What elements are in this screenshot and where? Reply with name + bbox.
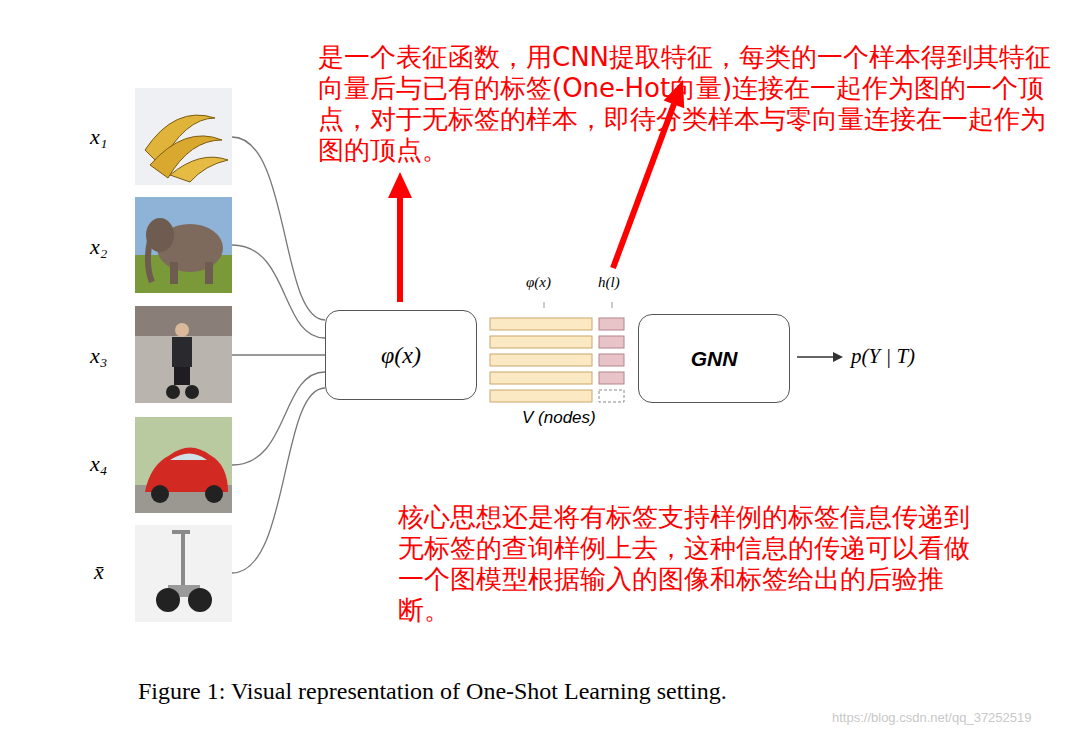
- bracket: [544, 302, 612, 308]
- banana: [170, 157, 228, 182]
- box-text: φ(x): [381, 342, 421, 369]
- process-box: GNN: [638, 314, 790, 403]
- banana-photo: [135, 88, 232, 185]
- input-curve: [232, 354, 325, 355]
- segway-photo: [135, 306, 232, 403]
- input-curve: [232, 372, 325, 465]
- input-curve: [232, 388, 325, 573]
- feature-bar: [490, 354, 592, 366]
- segway-photo: [135, 525, 232, 622]
- label-bar: [599, 336, 624, 348]
- label: φ(x): [526, 274, 551, 291]
- buildings: [135, 306, 232, 336]
- figure-caption: Figure 1: Visual representation of One-S…: [138, 678, 727, 705]
- label: p(Y | T): [851, 344, 915, 369]
- wheel: [166, 385, 180, 399]
- label: x₄: [90, 451, 107, 477]
- arrowhead: [388, 172, 412, 198]
- annotation-text: 是一个表征函数，用CNN提取特征，每类的一个样本得到其特征向量后与已有的标签(O…: [318, 42, 1070, 166]
- annotation-arrow: [397, 196, 403, 302]
- segway-handle: [172, 532, 190, 590]
- rider-head: [175, 323, 189, 337]
- label: x̄: [94, 559, 104, 585]
- car-window: [170, 454, 207, 461]
- label: x₂: [90, 234, 107, 260]
- label-bar: [599, 372, 624, 384]
- feature-bar: [490, 336, 592, 348]
- feature-stack: [490, 302, 624, 402]
- wheel: [205, 485, 223, 503]
- feature-bar: [490, 372, 592, 384]
- label: x₁: [90, 124, 107, 150]
- elephant-trunk: [148, 240, 152, 282]
- feature-bar: [490, 390, 592, 402]
- output-arrow: [797, 356, 834, 358]
- label-bar: [599, 318, 624, 330]
- box-text: GNN: [691, 347, 738, 371]
- input-curves: [232, 137, 325, 573]
- label: h(l): [598, 274, 620, 291]
- zero-bar: [599, 390, 624, 402]
- process-box: φ(x): [325, 310, 477, 400]
- elephant-photo: [135, 197, 232, 293]
- car-photo: [135, 417, 232, 513]
- rider-body: [172, 337, 192, 367]
- feature-bar: [490, 318, 592, 330]
- label: x₃: [90, 343, 107, 369]
- label: V (nodes): [522, 408, 596, 428]
- elephant-leg: [170, 262, 178, 284]
- annotation-text: 核心思想还是将有标签支持样例的标签信息传递到无标签的查询样例上去，这种信息的传递…: [398, 502, 983, 626]
- input-curve: [232, 137, 325, 320]
- wheel: [185, 385, 199, 399]
- wheel: [151, 485, 169, 503]
- arrowhead: [833, 352, 843, 362]
- watermark: https://blog.csdn.net/qq_37252519: [832, 710, 1032, 725]
- elephant-leg: [205, 262, 213, 284]
- rider-legs: [174, 367, 190, 385]
- wheel: [156, 588, 180, 612]
- label-bar: [599, 354, 624, 366]
- input-curve: [232, 245, 325, 338]
- wheel: [188, 588, 212, 612]
